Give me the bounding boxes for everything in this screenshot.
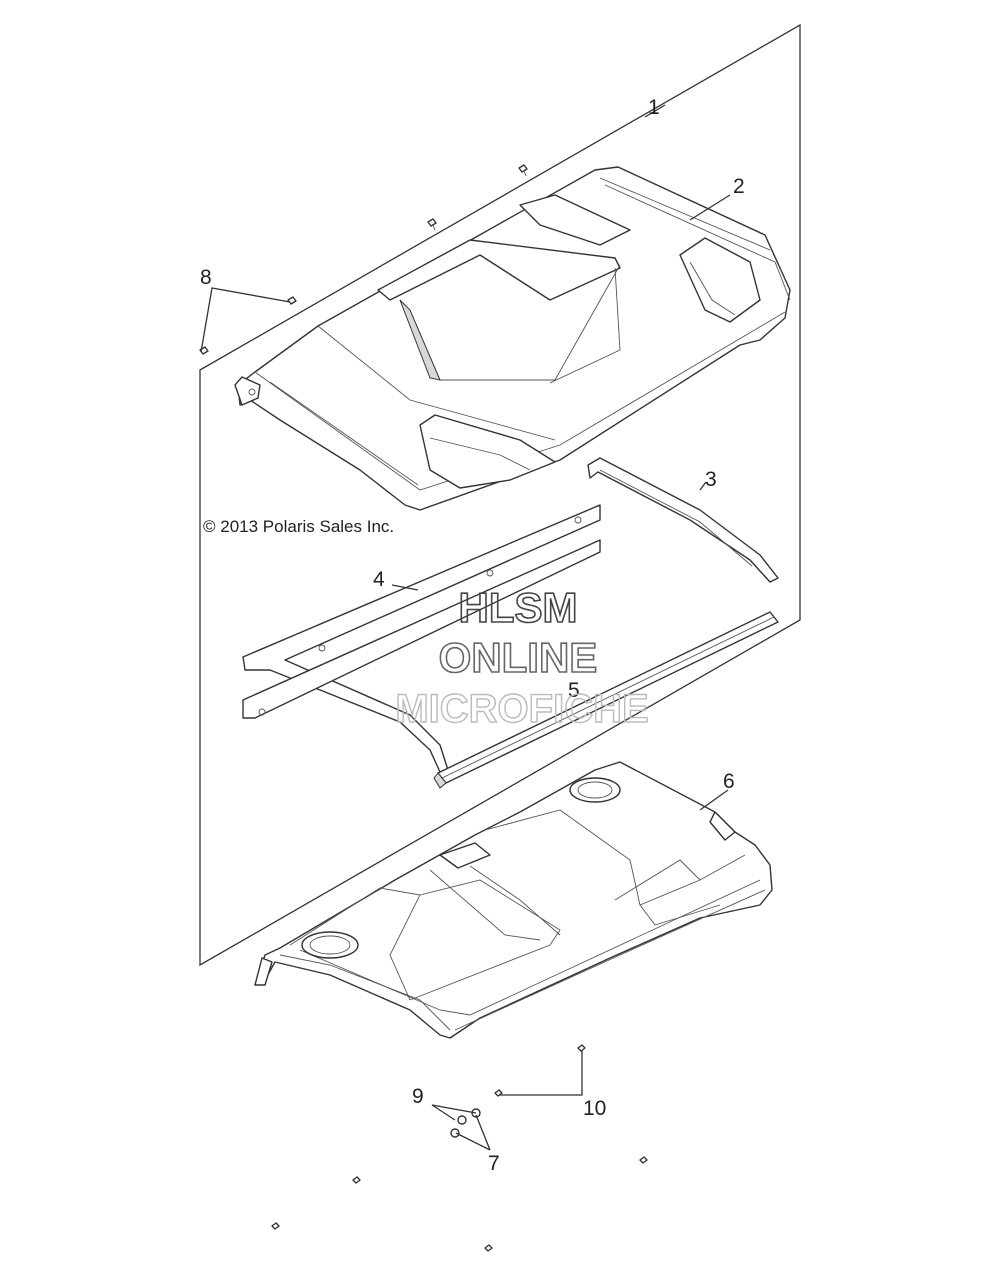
fastener-loose-b[interactable] <box>352 1176 361 1184</box>
callout-3[interactable]: 3 <box>705 468 717 491</box>
fastener-10-a[interactable] <box>577 1044 586 1052</box>
part-6-headliner[interactable] <box>254 761 773 1039</box>
fastener-8-top-b[interactable] <box>427 218 437 231</box>
part-3-side-rail[interactable] <box>587 457 779 583</box>
callout-4[interactable]: 4 <box>373 568 385 591</box>
callout-6[interactable]: 6 <box>723 770 735 793</box>
fastener-loose-c[interactable] <box>271 1222 280 1230</box>
callout-labels: 1 2 3 4 5 6 7 8 9 10 <box>200 96 745 1175</box>
watermark: HLSM ONLINE MICROFICHE <box>395 583 650 732</box>
watermark-line-1: HLSM <box>459 584 578 631</box>
callout-8[interactable]: 8 <box>200 266 212 289</box>
callout-1[interactable]: 1 <box>648 96 660 119</box>
fastener-10-b[interactable] <box>494 1089 503 1097</box>
fastener-loose-a[interactable] <box>639 1156 648 1164</box>
watermark-line-3: MICROFICHE <box>395 687 648 731</box>
fastener-8-b[interactable] <box>199 346 209 355</box>
fastener-9-7-b[interactable] <box>457 1115 467 1125</box>
assembly-frame <box>199 23 801 967</box>
callout-10[interactable]: 10 <box>583 1097 606 1120</box>
callout-5[interactable]: 5 <box>568 679 580 702</box>
part-2-roof-top[interactable] <box>234 166 791 511</box>
fastener-8-top-a[interactable] <box>518 164 528 177</box>
fastener-9-7-c[interactable] <box>450 1128 460 1138</box>
callout-7[interactable]: 7 <box>488 1152 500 1175</box>
watermark-line-2: ONLINE <box>439 634 598 681</box>
callout-9[interactable]: 9 <box>412 1085 424 1108</box>
fastener-8-a[interactable] <box>287 296 297 305</box>
copyright-notice: © 2013 Polaris Sales Inc. <box>203 517 394 536</box>
part-4-front-rail[interactable] <box>242 504 601 773</box>
callout-2[interactable]: 2 <box>733 175 745 198</box>
leader-lines <box>200 104 731 1151</box>
fastener-loose-d[interactable] <box>484 1244 493 1252</box>
part-5-rear-rail[interactable] <box>433 611 779 789</box>
fasteners <box>199 164 648 1252</box>
